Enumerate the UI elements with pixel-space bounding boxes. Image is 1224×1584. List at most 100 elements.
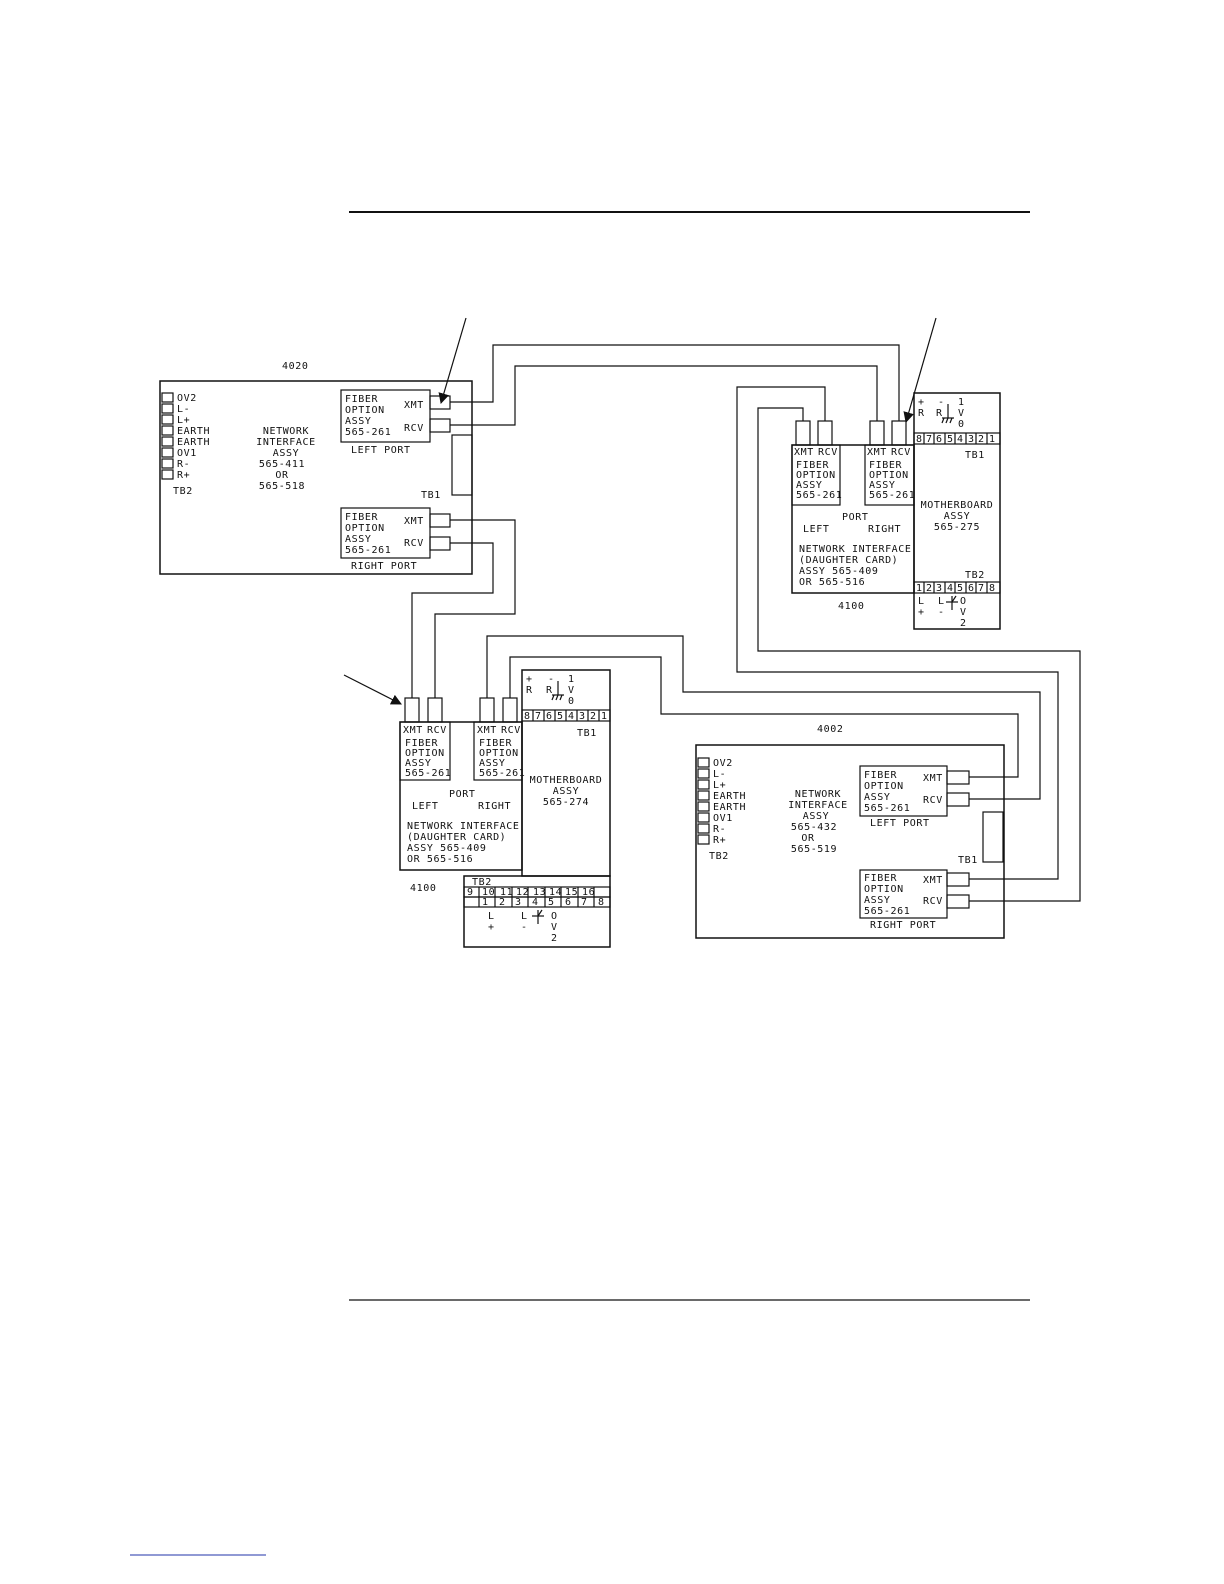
rcv-label: RCV	[501, 725, 521, 736]
tb2-num: 5	[548, 897, 555, 908]
tb2-num: 1	[916, 583, 923, 594]
tb2-terminal-label: OV1	[713, 813, 733, 824]
right-port-label: RIGHT PORT	[870, 920, 936, 931]
port-label: PORT	[842, 512, 868, 523]
fiber-line: ASSY	[345, 416, 371, 427]
assy-line: 565-518	[259, 481, 305, 492]
rcv-connector	[817, 420, 833, 446]
fiber-cables	[411, 344, 1081, 902]
tb1-num: 2	[590, 711, 597, 722]
fiber-line: 565-261	[405, 768, 451, 779]
tb1-num: 4	[568, 711, 575, 722]
tb2-num: 1	[482, 897, 489, 908]
fiber-line: FIBER	[345, 512, 378, 523]
xmt-label: XMT	[477, 725, 497, 736]
tb1-sign: -	[938, 397, 945, 408]
xmt-label: XMT	[404, 516, 424, 527]
tb2-label: TB2	[965, 570, 985, 581]
tb2-terminal	[161, 403, 174, 414]
mb-line: MOTHERBOARD	[530, 775, 603, 786]
fiber-line: 565-261	[345, 545, 391, 556]
assy-line: OR	[801, 833, 815, 844]
panel-4020-assy-text: NETWORK INTERFACE ASSY 565-411 OR 565-51…	[256, 426, 315, 492]
callout-arrow-4100-top-rcv	[903, 317, 937, 424]
tb1-num: 6	[546, 711, 553, 722]
tb2-name: L	[938, 596, 945, 607]
tb1-num: 7	[926, 434, 933, 445]
fiber-line: FIBER	[796, 460, 829, 471]
tb2-sign: -	[938, 607, 945, 618]
tb2-sign: +	[918, 607, 925, 618]
fiber-line: FIBER	[869, 460, 902, 471]
tb2-name: L	[918, 596, 925, 607]
motherboard	[913, 392, 1001, 630]
tb2-terminal-label: R+	[177, 470, 190, 481]
fiber-line: 565-261	[869, 490, 915, 501]
tb2-num: 2	[926, 583, 933, 594]
rcv-label: RCV	[404, 538, 424, 549]
tb2-upper-num: 16	[582, 887, 595, 898]
daughter-line: OR 565-516	[799, 577, 865, 588]
left-port-label: LEFT PORT	[351, 445, 411, 456]
fiber-line: OPTION	[796, 470, 836, 481]
panel-4002: 4002 OV2 L- L+ EARTH EARTH OV1 R- R+ TB2…	[695, 724, 1005, 939]
tb2-num: 3	[936, 583, 943, 594]
tb1-bracket	[451, 434, 473, 496]
tb2-terminal-label: L-	[177, 404, 190, 415]
xmt-connector	[795, 420, 811, 446]
assy-line: 565-432	[791, 822, 837, 833]
fiber-option-assy-left	[791, 444, 841, 506]
callout-arrow-4020-left-xmt	[438, 317, 467, 405]
tb1-num: 3	[968, 434, 975, 445]
tb2-name: L	[521, 911, 528, 922]
fiber-cable	[757, 407, 1081, 902]
tb2-num: 7	[581, 897, 588, 908]
tb1-num: 7	[535, 711, 542, 722]
fiber-line: OPTION	[405, 748, 445, 759]
mb-line: 565-274	[543, 797, 589, 808]
tb1-bracket	[982, 811, 1004, 863]
panel-4100-top-title: 4100	[838, 601, 864, 612]
assy-line: 565-411	[259, 459, 305, 470]
xmt-label: XMT	[794, 447, 814, 458]
tb1-label: TB1	[577, 728, 597, 739]
tb2-num: 2	[499, 897, 506, 908]
tb2-terminal	[697, 812, 710, 823]
tb2-num: 4	[532, 897, 539, 908]
tb1-name: 0	[958, 419, 965, 430]
left-port-label: LEFT PORT	[870, 818, 930, 829]
fiber-line: FIBER	[405, 738, 438, 749]
rcv-label: RCV	[923, 896, 943, 907]
tb2-num: 6	[968, 583, 975, 594]
rcv-connector	[946, 792, 970, 807]
tb1-sign: +	[526, 674, 533, 685]
fiber-line: FIBER	[345, 394, 378, 405]
fiber-line: OPTION	[864, 781, 904, 792]
tb2-upper-num: 10	[482, 887, 495, 898]
tb2-terminal-label: R-	[177, 459, 190, 470]
right-label: RIGHT	[868, 524, 901, 535]
xmt-label: XMT	[923, 773, 943, 784]
tb1-sign: 1	[958, 397, 965, 408]
tb2-terminal	[697, 823, 710, 834]
port-label: PORT	[449, 789, 475, 800]
mb-line: MOTHERBOARD	[921, 500, 994, 511]
tb1-label: TB1	[965, 450, 985, 461]
rcv-label: RCV	[427, 725, 447, 736]
tb1-num: 8	[524, 711, 531, 722]
tb2-terminal	[697, 768, 710, 779]
panel-4020-board	[159, 380, 473, 575]
fiber-line: FIBER	[864, 873, 897, 884]
tb2-name: O	[551, 911, 558, 922]
assy-line: ASSY	[273, 448, 299, 459]
tb2-num: 4	[947, 583, 954, 594]
tb2-sign: +	[488, 922, 495, 933]
fiber-line: ASSY	[864, 895, 890, 906]
tb1-num: 1	[989, 434, 996, 445]
xmt-connector	[429, 513, 451, 528]
assy-line: 565-519	[791, 844, 837, 855]
right-port-label: RIGHT PORT	[351, 561, 417, 572]
daughter-line: ASSY 565-409	[799, 566, 878, 577]
panel-4002-assy-text: NETWORK INTERFACE ASSY 565-432 OR 565-51…	[788, 789, 847, 855]
tb2-label: TB2	[173, 486, 193, 497]
